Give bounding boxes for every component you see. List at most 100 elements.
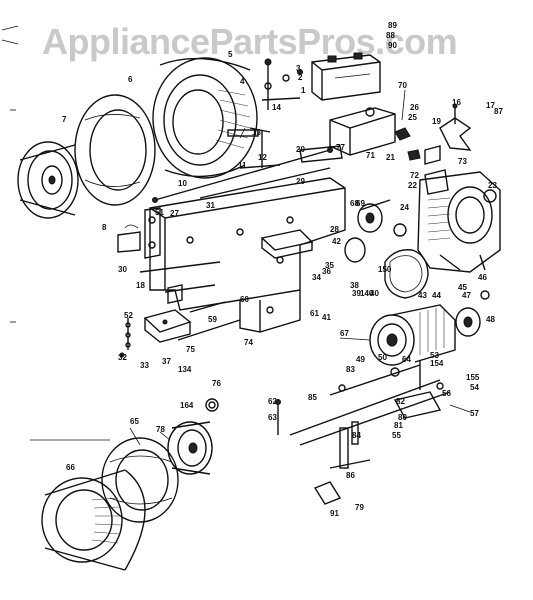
- part-callout-80: 80: [398, 413, 407, 422]
- part-callout-70: 70: [398, 81, 407, 90]
- rear-wheel-rim: [17, 141, 79, 219]
- part-callout-76: 76: [212, 379, 221, 388]
- part-callout-34: 34: [312, 273, 321, 282]
- part-callout-6: 6: [128, 75, 133, 84]
- part-callout-45: 45: [458, 283, 467, 292]
- part-callout-81: 81: [394, 421, 403, 430]
- part-callout-88: 88: [386, 31, 395, 40]
- part-callout-68: 68: [350, 199, 359, 208]
- part-callout-20: 20: [296, 145, 305, 154]
- part-callout-83: 83: [346, 365, 355, 374]
- part-callout-54: 54: [470, 383, 479, 392]
- transmission: [369, 290, 490, 366]
- part-callout-36: 36: [322, 267, 331, 276]
- part-callout-61: 61: [310, 309, 319, 318]
- battery: [311, 52, 381, 101]
- fuel-tank: [329, 107, 396, 156]
- part-callout-40: 40: [370, 289, 379, 298]
- pedal-linkage: [139, 261, 221, 304]
- engine: [417, 169, 501, 273]
- part-callout-7: 7: [62, 115, 67, 124]
- part-callout-26: 26: [410, 103, 419, 112]
- part-callout-47: 47: [462, 291, 471, 300]
- part-callout-16: 16: [452, 98, 461, 107]
- rear-tire: [152, 57, 258, 179]
- part-callout-90: 90: [388, 41, 397, 50]
- part-callout-55: 55: [392, 431, 401, 440]
- part-callout-63: 63: [268, 413, 277, 422]
- part-callout-87: 87: [494, 107, 503, 116]
- part-callout-65: 65: [130, 417, 139, 426]
- part-callout-91: 91: [330, 509, 339, 518]
- part-callout-31: 31: [206, 201, 215, 210]
- part-callout-60: 60: [240, 295, 249, 304]
- part-callout-30: 30: [118, 265, 127, 274]
- part-callout-29: 29: [296, 177, 305, 186]
- belt-guide-bracket: [439, 103, 472, 151]
- part-callout-57: 57: [470, 409, 479, 418]
- part-callout-75: 75: [186, 345, 195, 354]
- front-wheel-rim: [167, 398, 219, 475]
- part-callout-69: 69: [356, 199, 365, 208]
- part-callout-14: 14: [272, 103, 281, 112]
- part-callout-78: 78: [156, 425, 165, 434]
- part-callout-41: 41: [322, 313, 331, 322]
- part-callout-50: 50: [378, 353, 387, 362]
- part-callout-39: 39: [352, 289, 361, 298]
- part-callout-82: 82: [396, 397, 405, 406]
- fastener-set-top: [227, 58, 303, 137]
- part-callout-154: 154: [430, 359, 444, 368]
- part-callout-18: 18: [136, 281, 145, 290]
- part-callout-12: 12: [258, 153, 267, 162]
- part-callout-1: 1: [301, 86, 306, 95]
- drive-belt: [384, 249, 429, 299]
- part-callout-66: 66: [66, 463, 75, 472]
- part-callout-51: 51: [155, 208, 164, 217]
- part-callout-42: 42: [332, 237, 341, 246]
- part-callout-2: 2: [298, 73, 303, 82]
- part-callout-67: 67: [340, 329, 349, 338]
- part-callout-140: 140: [360, 289, 374, 298]
- drive-pulley: [344, 199, 407, 263]
- front-tire: [41, 469, 146, 571]
- part-callout-13: 13: [252, 128, 261, 137]
- part-callout-89: 89: [388, 21, 397, 30]
- part-callout-71: 71: [366, 151, 375, 160]
- part-callout-5: 5: [228, 50, 233, 59]
- part-callout-4: 4: [240, 77, 245, 86]
- part-callout-22: 22: [408, 181, 417, 190]
- part-callout-37: 37: [162, 357, 171, 366]
- part-callout-17: 17: [486, 101, 495, 110]
- part-callout-84: 84: [352, 431, 361, 440]
- rear-inner-tube: [74, 94, 156, 206]
- part-callout-46: 46: [478, 273, 487, 282]
- part-callout-25: 25: [408, 113, 417, 122]
- watermark-text: AppliancePartsPros.com: [42, 21, 457, 62]
- part-callout-35: 35: [325, 261, 334, 270]
- part-callout-11: 11: [238, 161, 247, 170]
- part-callout-48: 48: [486, 315, 495, 324]
- part-callout-27: 27: [170, 209, 179, 218]
- part-callout-64: 64: [402, 355, 411, 364]
- part-callout-10: 10: [178, 179, 187, 188]
- part-callout-62: 62: [268, 397, 277, 406]
- leader-lines: [10, 89, 471, 446]
- part-callout-44: 44: [432, 291, 441, 300]
- part-callout-32: 32: [118, 353, 127, 362]
- front-inner-tube: [101, 437, 179, 523]
- part-callout-134: 134: [178, 365, 192, 374]
- part-callout-49: 49: [356, 355, 365, 364]
- part-callout-21: 21: [386, 153, 395, 162]
- part-callout-43: 43: [418, 291, 427, 300]
- part-callout-73: 73: [458, 157, 467, 166]
- steering-linkage: [152, 130, 343, 203]
- part-callout-74: 74: [244, 338, 253, 347]
- part-callout-85: 85: [308, 393, 317, 402]
- part-callout-33: 33: [140, 361, 149, 370]
- part-callout-38: 38: [350, 281, 359, 290]
- part-callout-56: 56: [442, 389, 451, 398]
- part-callout-79: 79: [355, 503, 364, 512]
- left-screw-cluster: [119, 318, 131, 358]
